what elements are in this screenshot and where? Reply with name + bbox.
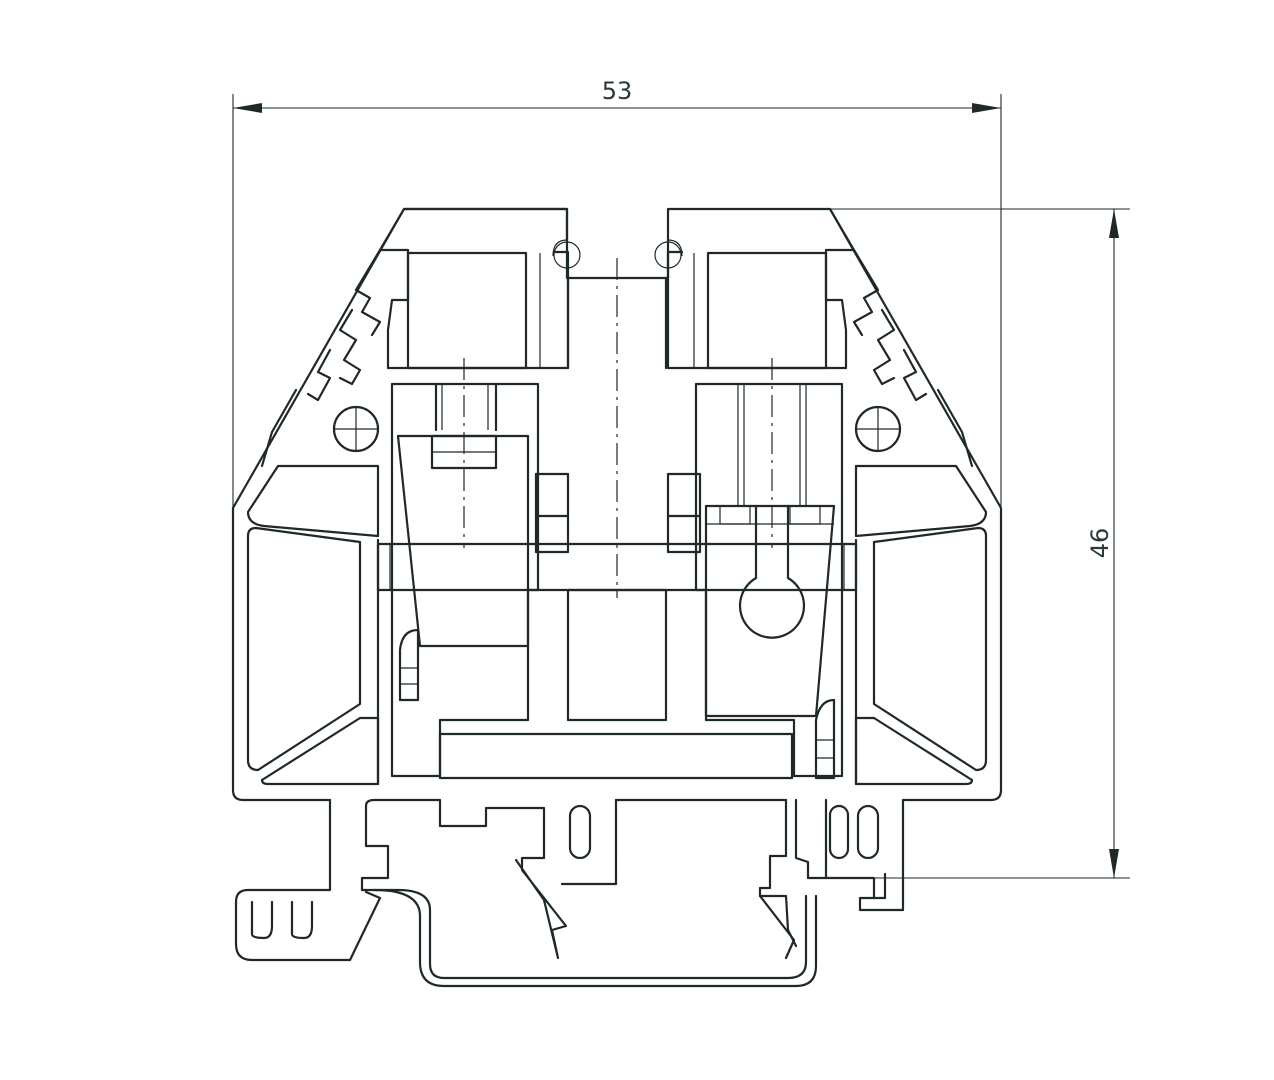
center-pillar [566,588,668,722]
width-dimension-label: 53 [602,77,633,105]
left-clamp-body [396,434,530,648]
right-clamp-body [704,504,836,718]
right-clamp-box [706,251,828,370]
bridge-bar [376,542,858,592]
width-dimension: 53 [232,77,1002,508]
keyhole-slot [738,504,806,639]
right-chamber-lower [872,526,988,772]
height-dimension: 46 [830,208,1130,879]
right-chamber-upper [854,464,988,538]
right-rib-slope [666,207,856,370]
left-chamber-lower [246,526,362,772]
bottom-channel [438,732,794,780]
left-foot [234,798,382,962]
left-chamber-upper [246,464,380,538]
left-clamp-box [406,251,528,370]
height-dimension-label: 46 [1086,528,1114,559]
rail-clip [364,798,618,960]
